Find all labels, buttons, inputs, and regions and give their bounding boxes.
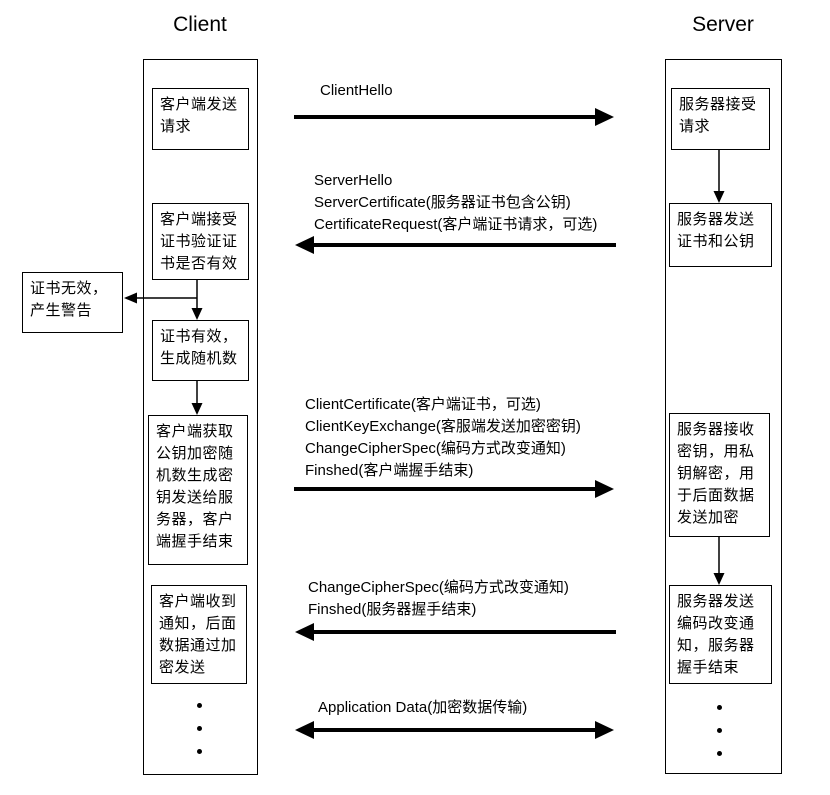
message-server-hello: ServerHello ServerCertificate(服务器证书包含公钥)…	[314, 170, 597, 236]
message-line: ClientKeyExchange(客服端发送加密密钥)	[305, 418, 581, 435]
message-client-key-exchange: ClientCertificate(客户端证书，可选) ClientKeyExc…	[305, 394, 581, 482]
message-application-data: Application Data(加密数据传输)	[318, 697, 527, 719]
client-continuation-dots	[197, 703, 202, 754]
client-step-receive-notice: 客户端收到通知，后面数据通过加密发送	[151, 585, 247, 684]
server-step-accept-request: 服务器接受请求	[671, 88, 770, 150]
server-step-change-cipher: 服务器发送编码改变通知，服务器握手结束	[669, 585, 772, 684]
message-line: ClientCertificate(客户端证书，可选)	[305, 396, 541, 413]
server-continuation-dots	[717, 705, 722, 756]
client-title: Client	[173, 13, 227, 36]
message-line: ClientHello	[320, 82, 393, 99]
message-arrow-client-key-exchange	[294, 480, 614, 498]
client-step-cert-valid: 证书有效，生成随机数	[152, 320, 249, 381]
message-line: ChangeCipherSpec(编码方式改变通知)	[305, 440, 566, 457]
client-branch-cert-invalid: 证书无效，产生警告	[22, 272, 123, 333]
message-arrow-client-hello	[294, 108, 614, 126]
message-line: ChangeCipherSpec(编码方式改变通知)	[308, 579, 569, 596]
message-arrow-application-data	[295, 721, 614, 739]
message-line: CertificateRequest(客户端证书请求，可选)	[314, 216, 598, 233]
client-step-send-request: 客户端发送请求	[152, 88, 249, 150]
client-step-encrypt-key: 客户端获取公钥加密随机数生成密钥发送给服务器，客户端握手结束	[148, 415, 248, 565]
message-server-finished: ChangeCipherSpec(编码方式改变通知) Finshed(服务器握手…	[308, 577, 569, 621]
client-step-verify-certificate: 客户端接受证书验证证书是否有效	[152, 203, 249, 280]
message-client-hello: ClientHello	[320, 80, 393, 102]
message-arrow-server-finished	[295, 623, 616, 641]
server-step-send-certificate: 服务器发送证书和公钥	[669, 203, 772, 267]
server-step-decrypt-key: 服务器接收密钥，用私钥解密，用于后面数据发送加密	[669, 413, 770, 537]
message-line: ServerHello	[314, 172, 393, 189]
message-arrow-server-hello	[295, 236, 616, 254]
message-line: ServerCertificate(服务器证书包含公钥)	[314, 194, 571, 211]
server-title: Server	[692, 13, 754, 36]
message-line: Finshed(客户端握手结束)	[305, 462, 474, 479]
message-line: Application Data(加密数据传输)	[318, 699, 528, 716]
message-line: Finshed(服务器握手结束)	[308, 601, 477, 618]
